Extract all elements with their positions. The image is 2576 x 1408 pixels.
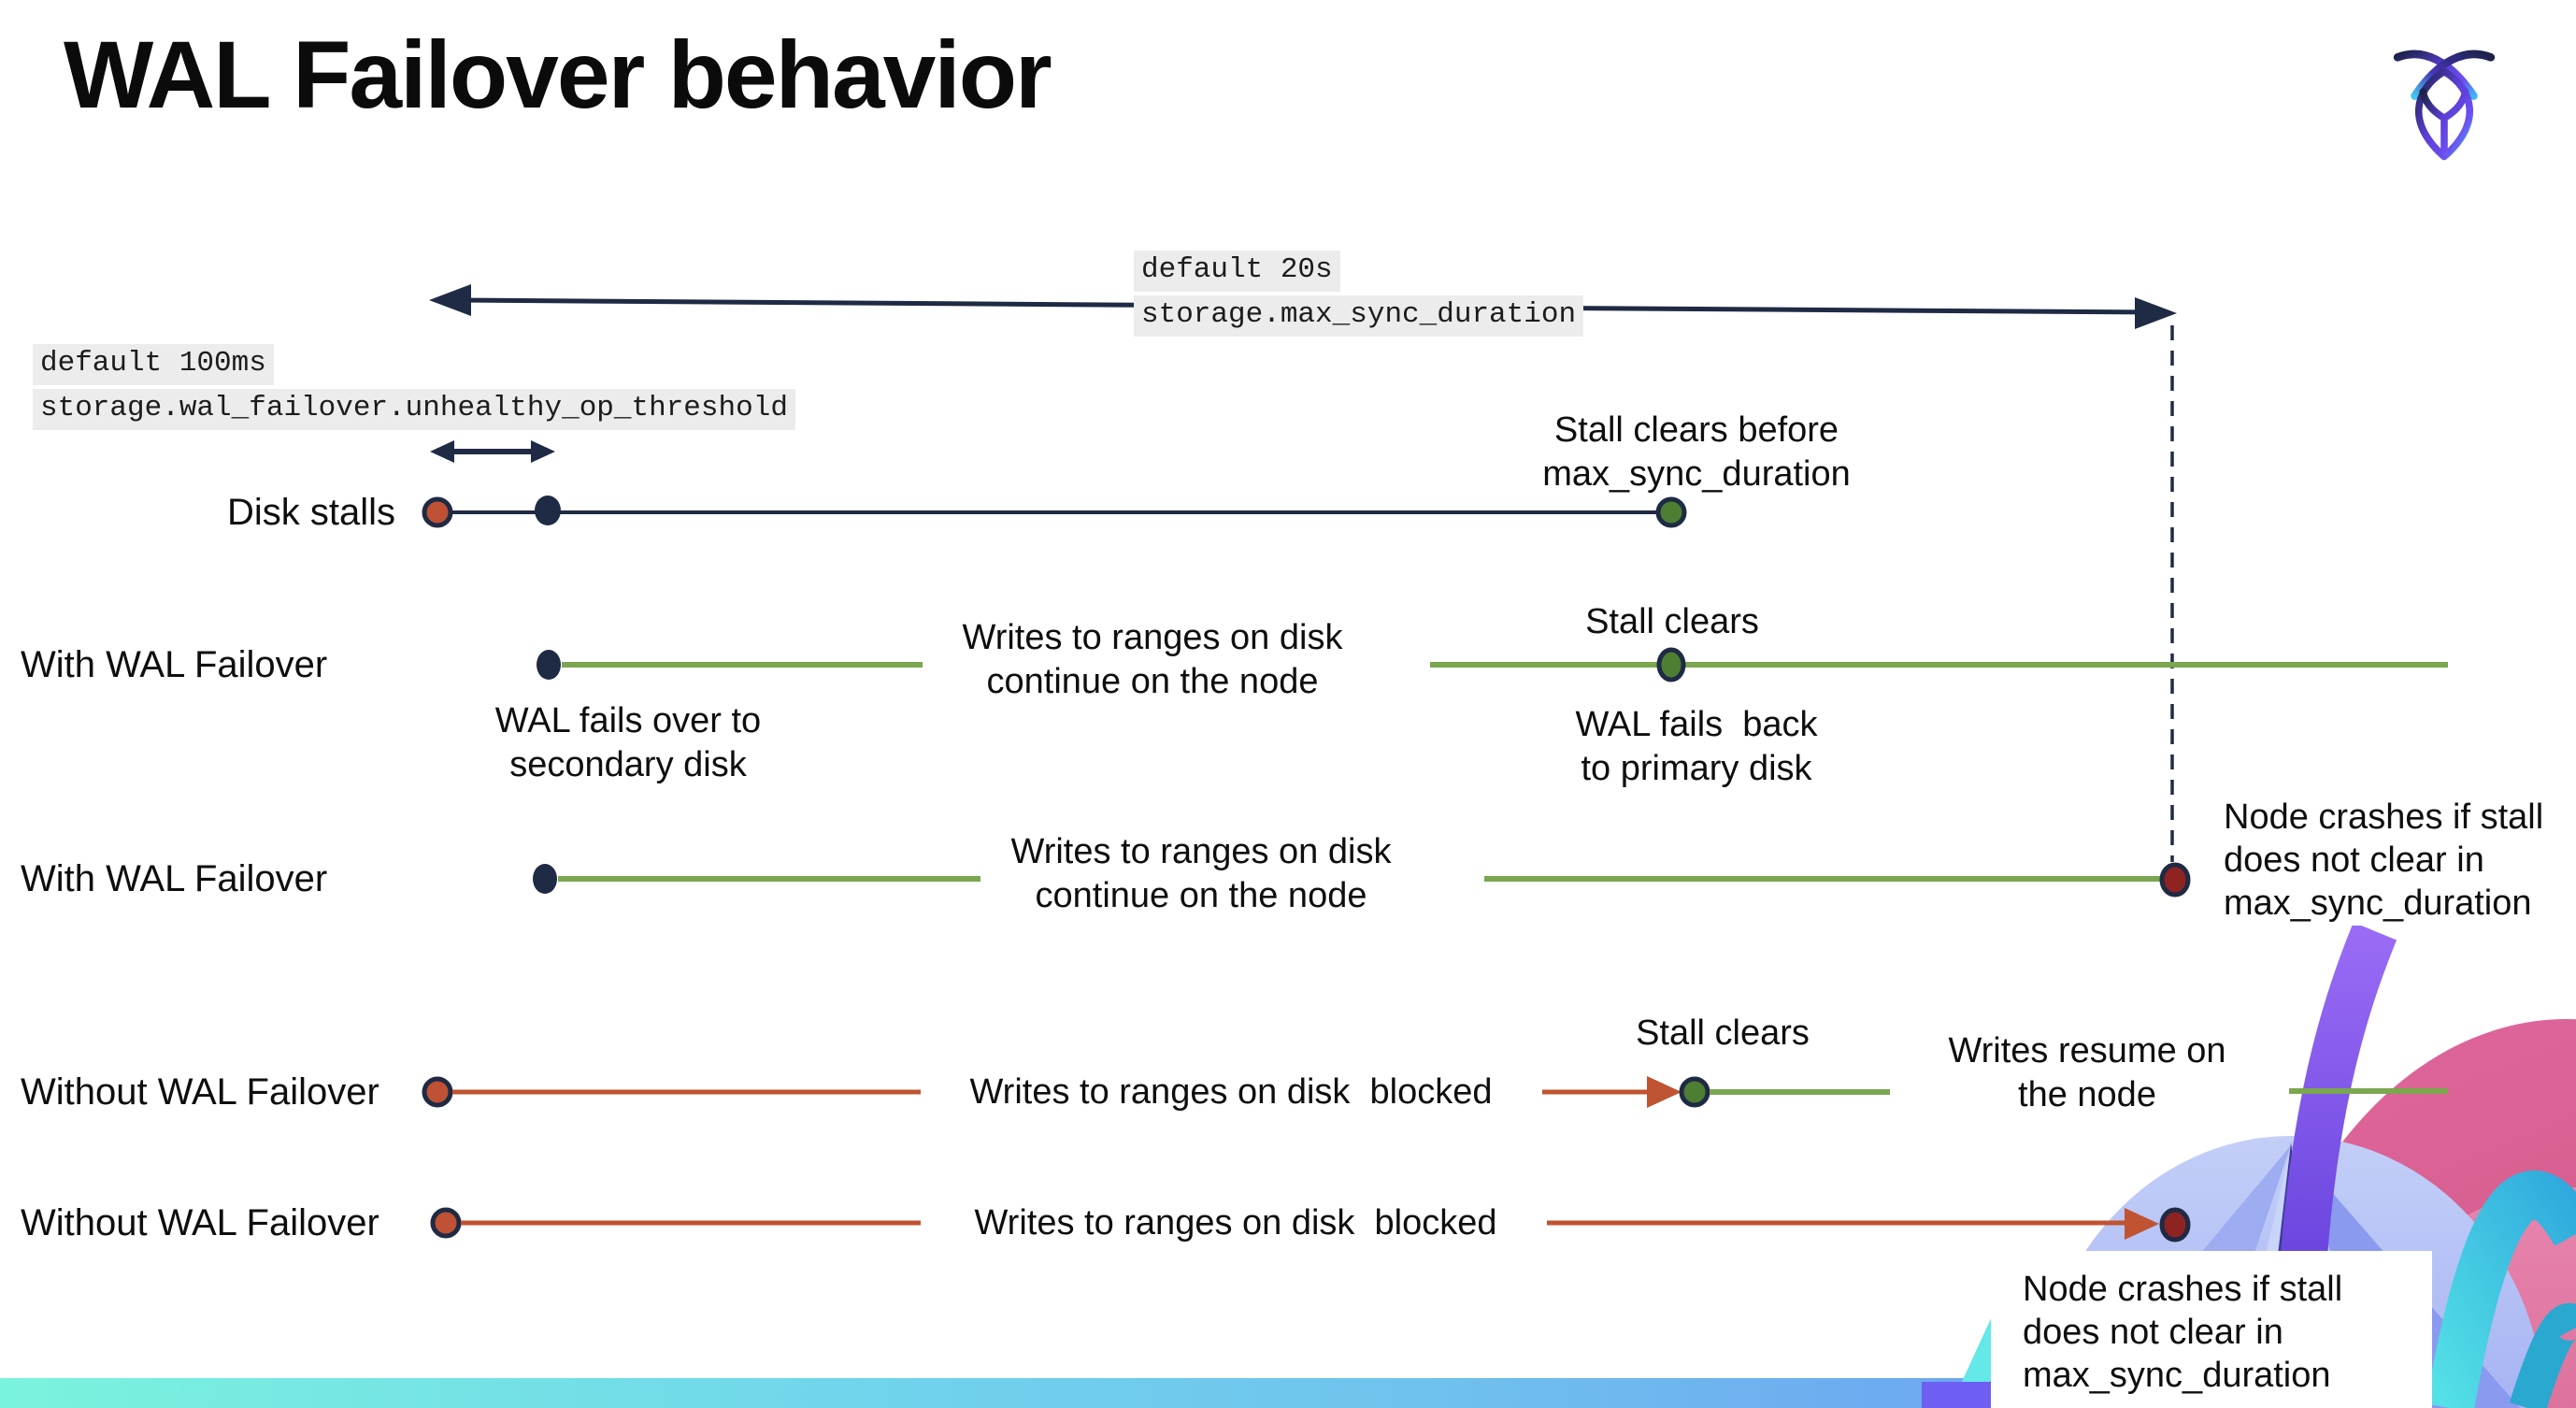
- arrowhead-right-icon: [2135, 297, 2177, 329]
- logo-antenna-right: [2411, 50, 2496, 100]
- disk-stall-start-dot: [430, 1207, 462, 1239]
- note-wal-fails-over: WAL fails over to secondary disk: [494, 701, 762, 784]
- wal-failover-dot: [537, 650, 561, 680]
- note-stall-clears-1: Stall clears: [1585, 602, 1759, 641]
- disk-stall-start-dot: [422, 496, 453, 528]
- threshold-callout: default 100ms storage.wal_failover.unhea…: [33, 344, 795, 434]
- note-writes-continue-1: Writes to ranges on disk continue on the…: [962, 618, 1343, 701]
- row-label-disk-stalls: Disk stalls: [227, 492, 396, 533]
- threshold-setting-chip: storage.wal_failover.unhealthy_op_thresh…: [33, 389, 795, 430]
- row-label-without-wal-failover-2: Without WAL Failover: [21, 1202, 379, 1243]
- note-wal-fails-back: WAL fails back to primary disk: [1575, 705, 1818, 788]
- node-crash-dot: [2159, 1207, 2191, 1243]
- stall-clears-dot: [1656, 647, 1686, 682]
- stall-clears-dot: [1679, 1076, 1710, 1108]
- row-label-without-wal-failover-1: Without WAL Failover: [21, 1071, 379, 1113]
- cockroachdb-logo-icon: [2393, 50, 2496, 161]
- crash-caption-box: [1991, 1251, 2432, 1408]
- note-writes-blocked-2: Writes to ranges on disk blocked: [974, 1203, 1497, 1243]
- logo-antenna-left: [2393, 50, 2478, 100]
- threshold-arrowhead-left-icon: [430, 440, 454, 463]
- arrowhead-left-icon: [429, 284, 471, 316]
- art-cyan-arch: [2426, 1171, 2576, 1408]
- art-teal-arc: [2509, 1303, 2576, 1408]
- failover-threshold-dot: [535, 496, 561, 525]
- note-writes-continue-2: Writes to ranges on disk continue on the…: [1010, 832, 1392, 915]
- node-crash-dot: [2159, 862, 2191, 898]
- threshold-arrowhead-right-icon: [531, 440, 555, 463]
- note-node-crashes-2: Node crashes if stall does not clear in …: [2023, 1270, 2343, 1395]
- disk-stall-start-dot: [422, 1076, 453, 1108]
- blocked-arrowhead-icon: [2125, 1208, 2159, 1240]
- wal-failover-dot: [533, 864, 557, 894]
- row-label-with-wal-failover-2: With WAL Failover: [21, 858, 328, 899]
- max-sync-callout: default 20s storage.max_sync_duration: [1134, 251, 1584, 340]
- note-writes-resume: Writes resume on the node: [1948, 1031, 2226, 1114]
- max-sync-setting-chip: storage.max_sync_duration: [1134, 295, 1584, 337]
- note-stall-clears-before: Stall clears before max_sync_duration: [1542, 410, 1851, 494]
- note-writes-blocked-1: Writes to ranges on disk blocked: [969, 1072, 1493, 1112]
- page-title: WAL Failover behavior: [64, 22, 1052, 128]
- note-node-crashes-1: Node crashes if stall does not clear in …: [2224, 797, 2544, 923]
- stall-clears-dot: [1655, 496, 1687, 528]
- threshold-default-chip: default 100ms: [33, 344, 274, 385]
- note-stall-clears-2: Stall clears: [1636, 1013, 1810, 1053]
- row-label-with-wal-failover-1: With WAL Failover: [21, 644, 328, 685]
- max-sync-default-chip: default 20s: [1134, 251, 1340, 292]
- blocked-arrowhead-icon: [1647, 1076, 1682, 1108]
- logo-wings: [2419, 88, 2469, 156]
